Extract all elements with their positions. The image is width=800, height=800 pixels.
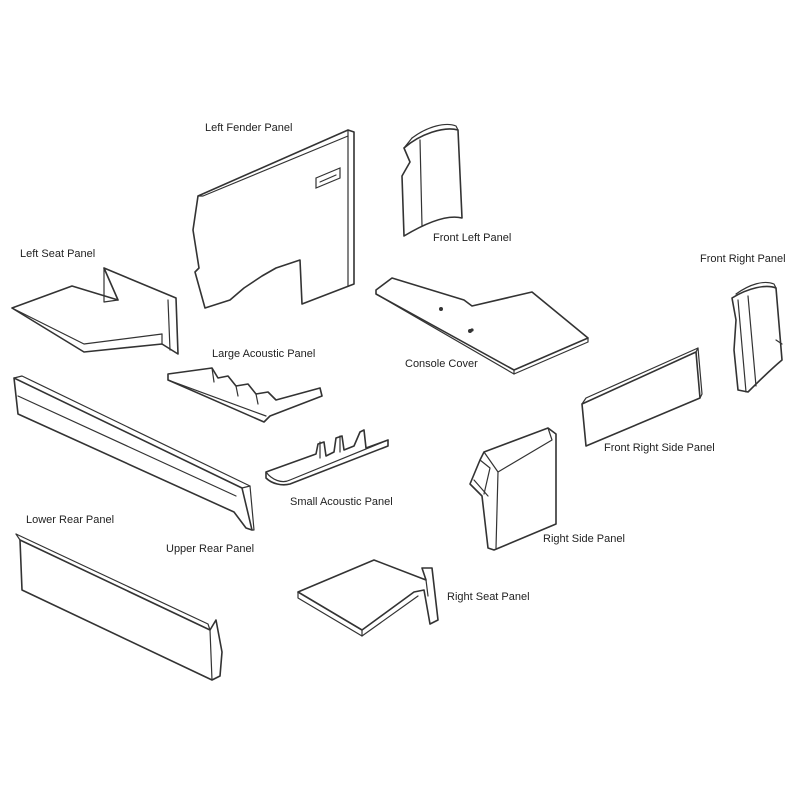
label-front-right-panel: Front Right Panel [700, 253, 786, 265]
label-left-fender-panel: Left Fender Panel [205, 122, 293, 134]
label-small-acoustic-panel: Small Acoustic Panel [290, 496, 393, 508]
small-acoustic-panel-drawing [265, 429, 389, 486]
large-acoustic-panel-drawing [167, 367, 323, 423]
lower-rear-panel-drawing [15, 533, 223, 681]
left-seat-panel-drawing [11, 267, 179, 355]
right-seat-panel-drawing [297, 559, 439, 637]
front-right-panel-drawing [731, 281, 783, 393]
console-cover-drawing [375, 277, 589, 375]
label-right-seat-panel: Right Seat Panel [447, 591, 530, 603]
upper-rear-panel-drawing [13, 375, 255, 531]
label-console-cover: Console Cover [405, 358, 478, 370]
label-large-acoustic-panel: Large Acoustic Panel [212, 348, 316, 360]
label-right-side-panel: Right Side Panel [543, 533, 625, 545]
left-fender-panel-drawing [192, 129, 355, 309]
label-front-left-panel: Front Left Panel [433, 232, 512, 244]
front-right-side-panel-drawing [581, 347, 703, 447]
label-front-right-side-panel: Front Right Side Panel [604, 442, 715, 454]
right-side-panel-drawing [469, 427, 557, 551]
label-lower-rear-panel: Lower Rear Panel [26, 514, 115, 526]
label-left-seat-panel: Left Seat Panel [20, 248, 96, 260]
label-upper-rear-panel: Upper Rear Panel [166, 543, 255, 555]
front-left-panel-drawing [401, 123, 463, 237]
